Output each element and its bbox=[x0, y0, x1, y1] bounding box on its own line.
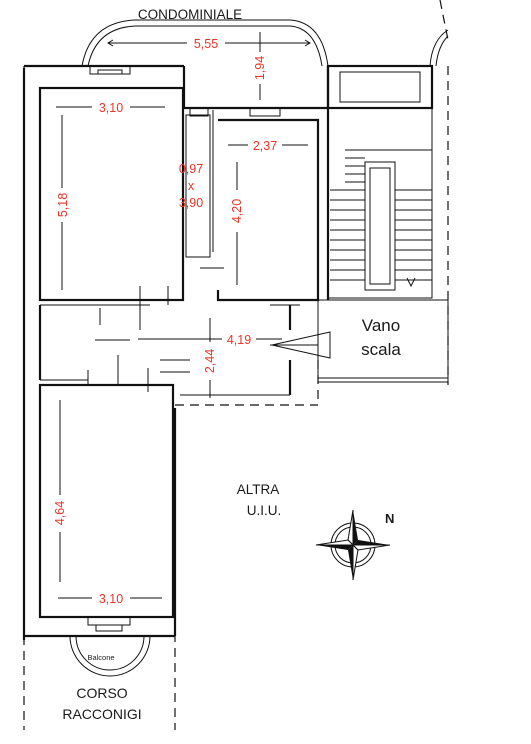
room3-width-dim: 3,10 bbox=[99, 592, 123, 606]
corso-label: CORSO bbox=[76, 685, 127, 701]
racconigi-label: RACCONIGI bbox=[62, 706, 141, 722]
hall-width-dim: 4,19 bbox=[227, 333, 251, 347]
room1-length-dim: 5,18 bbox=[56, 193, 70, 217]
scala-label: scala bbox=[361, 340, 401, 359]
hall-depth-dim: 2,44 bbox=[203, 349, 217, 373]
courtyard-depth-dim: 1,94 bbox=[253, 56, 267, 80]
dimension-lines bbox=[56, 32, 311, 599]
bath-x-dim: x bbox=[188, 179, 195, 193]
apartment-walls bbox=[22, 64, 330, 640]
courtyard-width-dim: 5,55 bbox=[194, 37, 218, 51]
room1-width-dim: 3,10 bbox=[99, 101, 123, 115]
north-compass-icon bbox=[315, 509, 391, 581]
uiu-label: U.I.U. bbox=[247, 503, 282, 518]
altra-label: ALTRA bbox=[237, 482, 280, 497]
courtyard-outline bbox=[81, 19, 449, 67]
room2-width-dim: 2,37 bbox=[253, 139, 277, 153]
vano-label: Vano bbox=[362, 316, 400, 335]
balcony bbox=[69, 635, 151, 677]
condominiale-label: CONDOMINIALE bbox=[138, 7, 242, 22]
room3-length-dim: 4,64 bbox=[53, 501, 67, 525]
bath-width-dim: 0,97 bbox=[179, 162, 203, 176]
staircase bbox=[271, 64, 449, 383]
bath-length-dim: 3,90 bbox=[179, 196, 203, 210]
room2-length-dim: 4,20 bbox=[230, 199, 244, 223]
balcone-label: Balcone bbox=[87, 653, 114, 662]
north-label: N bbox=[385, 511, 394, 526]
windows bbox=[87, 65, 281, 632]
